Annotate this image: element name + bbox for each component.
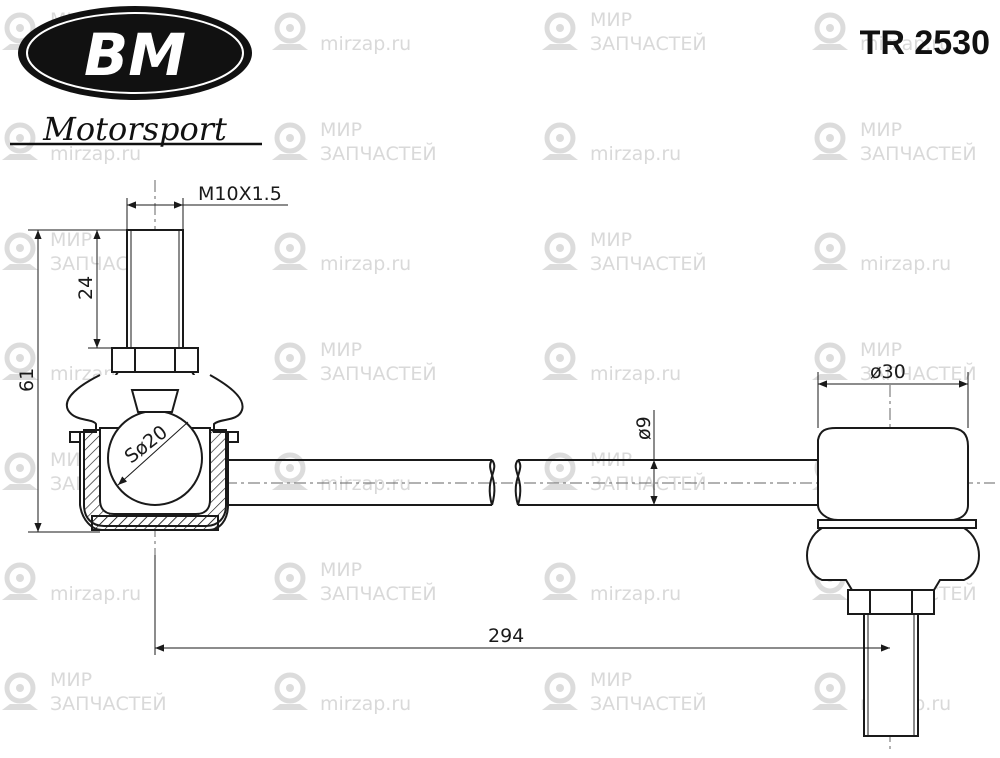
watermark-url: mirzap.ru [860, 253, 951, 275]
watermark-line1: МИР [590, 229, 632, 251]
overall-height-label: 61 [16, 368, 38, 392]
watermark-line2: ЗАПЧАСТЕЙ [320, 142, 437, 165]
map-pin-icon [272, 122, 308, 160]
map-pin-icon [2, 342, 38, 380]
watermark-line2: ЗАПЧАСТЕЙ [590, 252, 707, 275]
watermark-line2: ЗАПЧАСТЕЙ [320, 582, 437, 605]
watermark-tile: mirzap.ru [272, 12, 411, 55]
watermark-tile: mirzap.ru [812, 12, 951, 55]
map-pin-icon [272, 232, 308, 270]
watermark-tile: mirzap.ru [272, 672, 411, 715]
brand-logo: BM Motorsport [10, 6, 262, 148]
watermark-url: mirzap.ru [320, 33, 411, 55]
watermark-tile: mirzap.ru [272, 232, 411, 275]
map-pin-icon [272, 452, 308, 490]
map-pin-icon [542, 342, 578, 380]
watermark-tile: mirzap.ru [812, 232, 951, 275]
watermark-line1: МИР [860, 119, 902, 141]
map-pin-icon [542, 562, 578, 600]
map-pin-icon [2, 122, 38, 160]
map-pin-icon [542, 452, 578, 490]
watermark-line1: МИР [50, 669, 92, 691]
watermark-line1: МИР [50, 229, 92, 251]
watermark-line2: ЗАПЧАСТЕЙ [590, 32, 707, 55]
watermark-line1: МИР [590, 669, 632, 691]
part-number: TR 2530 [860, 24, 990, 62]
watermark-url: mirzap.ru [320, 253, 411, 275]
bushing-end [806, 427, 980, 737]
ball-joint [65, 229, 244, 531]
watermark-url: mirzap.ru [50, 583, 141, 605]
map-pin-icon [812, 342, 848, 380]
watermark-line2: ЗАПЧАСТЕЙ [860, 142, 977, 165]
map-pin-icon [812, 232, 848, 270]
watermark-line2: ЗАПЧАСТЕЙ [860, 362, 977, 385]
map-pin-icon [542, 672, 578, 710]
watermark-url: mirzap.ru [860, 33, 951, 55]
watermark-tile: mirzap.ru [2, 122, 141, 165]
watermark-line1: МИР [860, 339, 902, 361]
map-pin-icon [812, 122, 848, 160]
map-pin-icon [2, 232, 38, 270]
watermark-line1: МИР [320, 559, 362, 581]
watermark-url: mirzap.ru [590, 363, 681, 385]
map-pin-icon [272, 562, 308, 600]
map-pin-icon [2, 562, 38, 600]
map-pin-icon [542, 232, 578, 270]
watermark-url: mirzap.ru [320, 693, 411, 715]
watermark-line2: ЗАПЧАСТЕЙ [590, 692, 707, 715]
map-pin-icon [272, 12, 308, 50]
watermark-tile: mirzap.ru [542, 342, 681, 385]
watermark-line1: МИР [320, 339, 362, 361]
map-pin-icon [812, 672, 848, 710]
map-pin-icon [812, 12, 848, 50]
bushing-diameter-label: ø30 [870, 361, 906, 383]
thread-length-label: 24 [75, 276, 97, 300]
watermark-tile: mirzap.ru [542, 562, 681, 605]
map-pin-icon [542, 12, 578, 50]
watermark-line2: ЗАПЧАСТЕЙ [50, 692, 167, 715]
watermark-url: mirzap.ru [590, 583, 681, 605]
map-pin-icon [272, 672, 308, 710]
watermark-url: mirzap.ru [50, 143, 141, 165]
rod-diameter-label: ø9 [633, 416, 655, 440]
map-pin-icon [272, 342, 308, 380]
watermark-tile: mirzap.ru [2, 562, 141, 605]
logo-letters: BM [84, 21, 186, 89]
watermark-url: mirzap.ru [320, 473, 411, 495]
watermark-tile: mirzap.ru [272, 452, 411, 495]
map-pin-icon [542, 122, 578, 160]
map-pin-icon [2, 452, 38, 490]
watermark-tile: mirzap.ru [542, 122, 681, 165]
logo-subtitle: Motorsport [42, 110, 227, 148]
watermark-line2: ЗАПЧАСТЕЙ [320, 362, 437, 385]
thread-label: M10X1.5 [198, 183, 282, 205]
watermark-url: mirzap.ru [590, 143, 681, 165]
watermark-line1: МИР [590, 9, 632, 31]
overall-length-label: 294 [488, 625, 524, 647]
watermark-line1: МИР [320, 119, 362, 141]
map-pin-icon [2, 672, 38, 710]
stabilizer-rod [228, 459, 818, 506]
